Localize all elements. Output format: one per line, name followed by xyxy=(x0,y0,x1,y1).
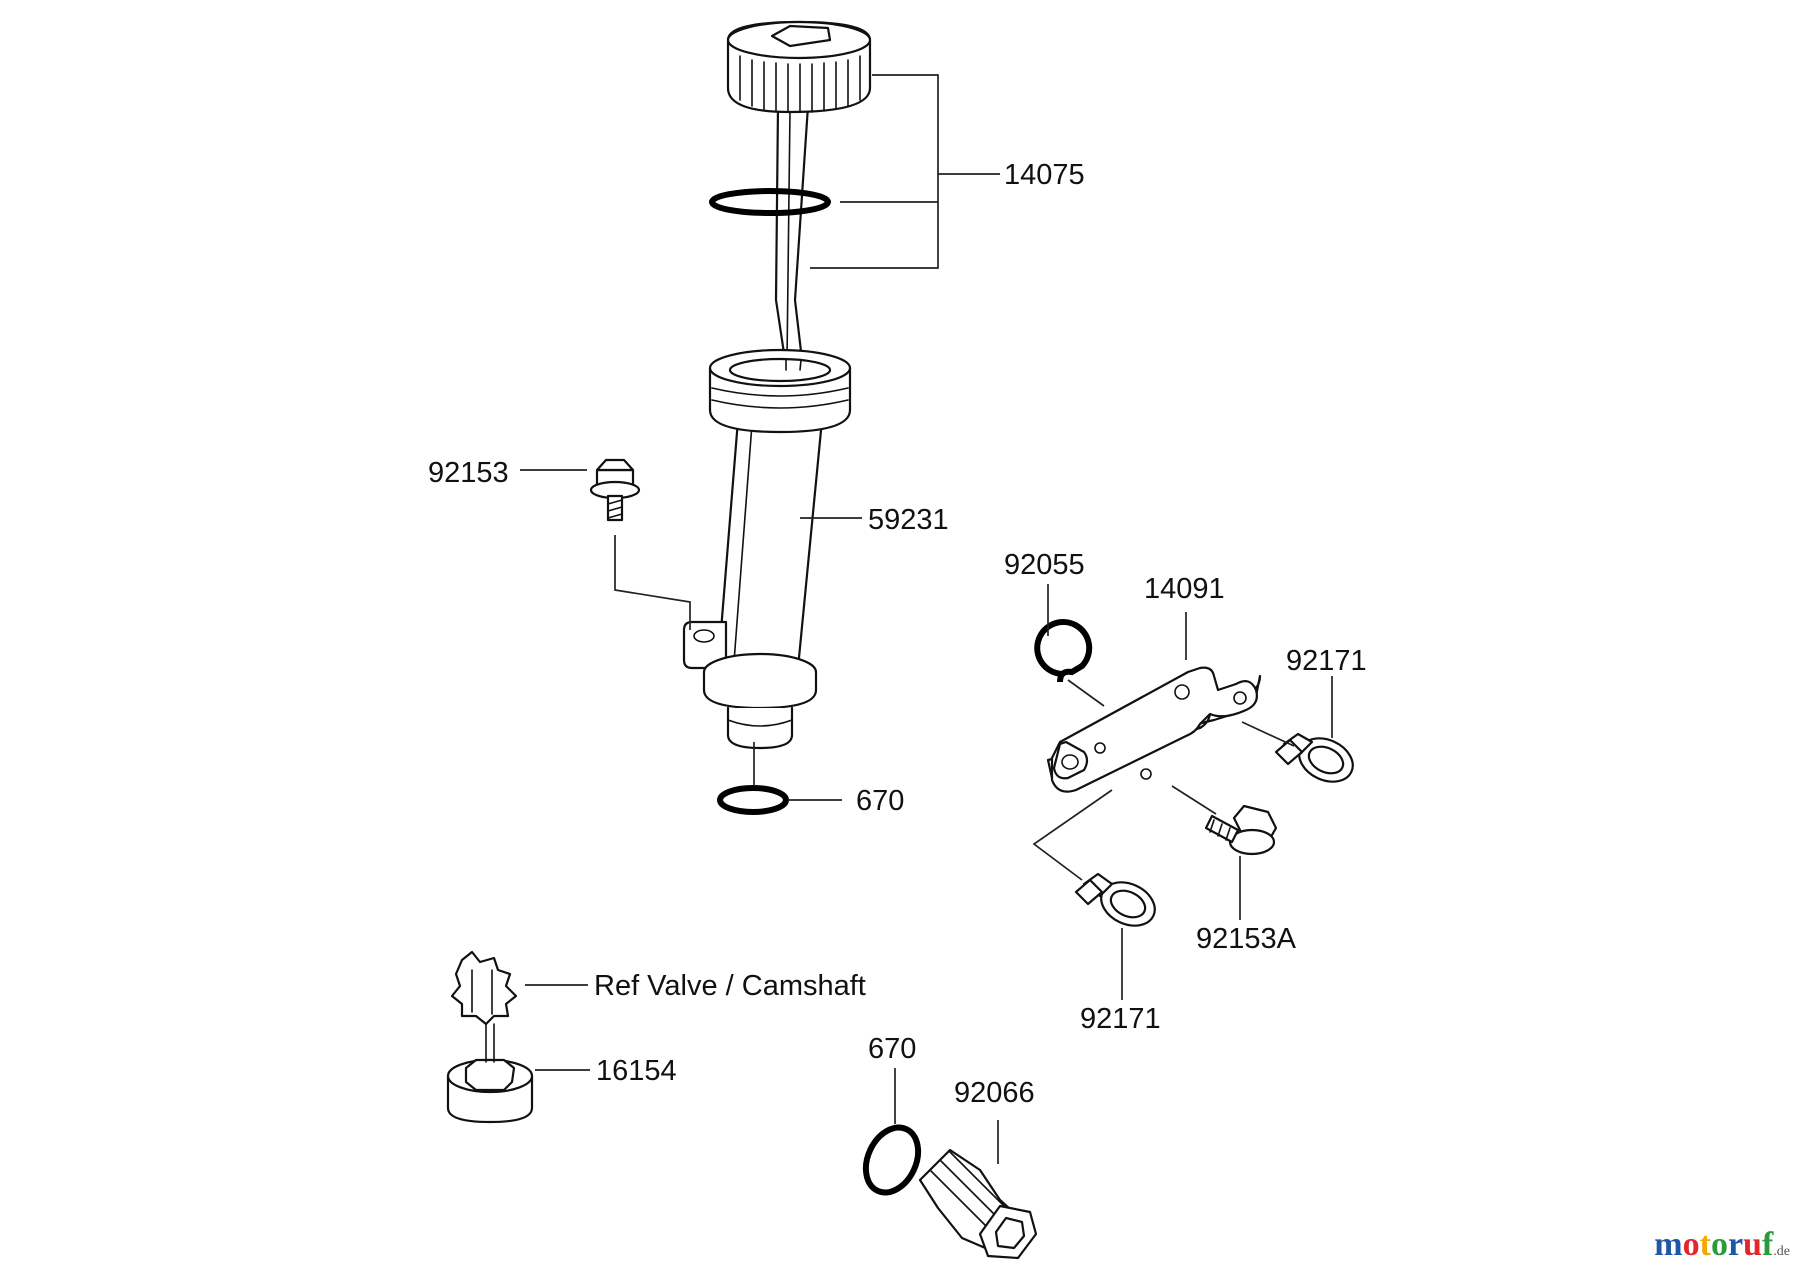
bolt-92153A xyxy=(1204,804,1278,856)
label-14075: 14075 xyxy=(1004,159,1085,191)
label-16154: 16154 xyxy=(596,1055,677,1087)
part-labels: 14075 92153 59231 92055 14091 92171 670 … xyxy=(428,159,1367,1109)
hose-clamp-bottom xyxy=(1074,872,1156,927)
label-92153A: 92153A xyxy=(1196,923,1297,955)
label-92066: 92066 xyxy=(954,1077,1035,1109)
label-92171-bottom: 92171 xyxy=(1080,1003,1161,1035)
label-92055: 92055 xyxy=(1004,549,1085,581)
dipstick-assembly xyxy=(709,20,872,362)
filler-tube xyxy=(682,348,852,815)
label-ref-valve-camshaft: Ref Valve / Camshaft xyxy=(594,970,866,1002)
label-92171-right: 92171 xyxy=(1286,645,1367,677)
hose-clamp-right xyxy=(1274,732,1354,783)
bracket-14091 xyxy=(1046,666,1262,793)
rotor-16154 xyxy=(446,1023,534,1124)
clip-ring-92055 xyxy=(1034,619,1093,683)
label-92153: 92153 xyxy=(428,457,509,489)
watermark-letter: o xyxy=(1682,1226,1700,1263)
watermark-letter: u xyxy=(1743,1226,1762,1263)
watermark-letter: r xyxy=(1727,1226,1744,1263)
watermark-suffix: .de xyxy=(1773,1244,1790,1259)
label-670-bottom: 670 xyxy=(868,1033,916,1065)
label-670-top: 670 xyxy=(856,785,904,817)
drain-plug-92066 xyxy=(918,1148,1038,1260)
watermark-letter: f xyxy=(1761,1226,1774,1263)
bolt-92153 xyxy=(589,458,641,522)
watermark-letters: motoruf xyxy=(1654,1226,1773,1263)
label-14091: 14091 xyxy=(1144,573,1225,605)
camshaft-gear xyxy=(450,950,518,1026)
label-59231: 59231 xyxy=(868,504,949,536)
watermark-letter: o xyxy=(1710,1226,1728,1263)
watermark-logo: motoruf.de xyxy=(1654,1226,1790,1264)
o-ring-670-bottom xyxy=(862,1124,922,1196)
watermark-letter: m xyxy=(1654,1226,1683,1263)
watermark-letter: t xyxy=(1699,1226,1711,1263)
leader-lines xyxy=(520,74,1333,1164)
